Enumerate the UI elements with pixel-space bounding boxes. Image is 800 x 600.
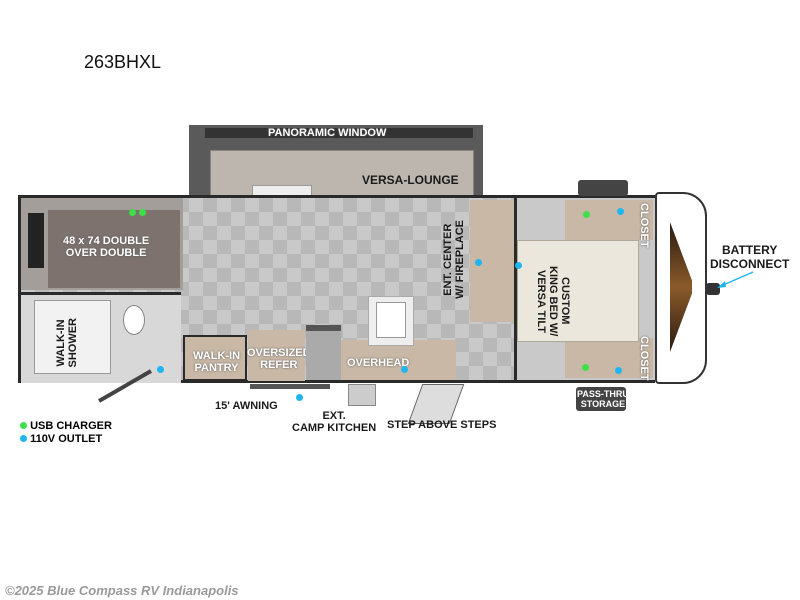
pantry-label-line1: WALK-IN xyxy=(193,350,241,362)
camp-kitchen-label: EXT. CAMP KITCHEN xyxy=(292,410,376,434)
stove xyxy=(306,325,341,380)
outlet-marker xyxy=(617,208,624,215)
battery-arrow-icon xyxy=(717,271,754,288)
usb-charger-icon xyxy=(20,422,27,429)
legend-item-usb: USB CHARGER xyxy=(20,420,112,433)
awning xyxy=(250,384,330,389)
copyright: ©2025 Blue Compass RV Indianapolis xyxy=(5,583,239,598)
outlet-marker xyxy=(401,366,408,373)
closet-bottom xyxy=(565,338,653,378)
step-label: STEP ABOVE STEPS xyxy=(387,419,497,431)
battery-label-line1: BATTERY xyxy=(722,243,778,257)
overhead-label: OVERHEAD xyxy=(347,357,410,369)
pantry-label: WALK-IN PANTRY xyxy=(193,350,240,374)
toilet xyxy=(123,305,145,335)
bunk-label: 48 x 74 DOUBLE OVER DOUBLE xyxy=(63,235,149,259)
outlet-marker xyxy=(296,394,303,401)
outlet-marker xyxy=(615,367,622,374)
refer-label-line1: OVERSIZED xyxy=(247,347,311,359)
bunk-bed xyxy=(48,210,180,288)
shower-label-line2: SHOWER xyxy=(67,318,79,368)
pantry-label-line2: PANTRY xyxy=(194,362,239,374)
usb-charger-marker xyxy=(129,209,136,216)
usb-charger-marker xyxy=(583,211,590,218)
pass-thru-storage xyxy=(576,387,626,411)
panoramic-window-label: PANORAMIC WINDOW xyxy=(268,127,387,139)
shower-label: WALK-IN SHOWER xyxy=(55,318,79,368)
hitch xyxy=(706,283,720,295)
bed-label-line3: VERSA TILT xyxy=(535,269,547,333)
camp-kitchen-line1: EXT. xyxy=(322,410,346,422)
shower-label-line1: WALK-IN xyxy=(55,319,67,367)
closet-bottom-label: CLOSET xyxy=(638,336,650,381)
walk-in-pantry xyxy=(183,335,247,381)
bed-label: CUSTOM KING BED W/ VERSA TILT xyxy=(535,266,571,336)
model-title: 263BHXL xyxy=(84,52,162,72)
awning-label: 15' AWNING xyxy=(215,400,278,412)
legend-usb-label: USB CHARGER xyxy=(30,420,112,432)
versa-lounge-label: VERSA-LOUNGE xyxy=(362,173,459,187)
battery-disconnect-label: BATTERY DISCONNECT xyxy=(710,243,789,271)
legend-item-outlet: 110V OUTLET xyxy=(20,433,112,446)
sink xyxy=(376,302,406,338)
ent-center-label-line2: W/ FIREPLACE xyxy=(454,220,466,299)
legend-outlet-label: 110V OUTLET xyxy=(30,433,103,445)
camp-kitchen-line2: CAMP KITCHEN xyxy=(292,422,377,434)
outlet-marker xyxy=(515,262,522,269)
ent-center-label: ENT. CENTER W/ FIREPLACE xyxy=(442,220,466,299)
king-bed xyxy=(517,240,639,342)
usb-charger-marker xyxy=(139,209,146,216)
bunk-label-line2: OVER DOUBLE xyxy=(65,247,147,259)
bed-label-line2: KING BED W/ xyxy=(547,266,559,337)
refer-label-line2: REFER xyxy=(260,359,298,371)
outlet-marker xyxy=(157,366,164,373)
bed-label-line1: CUSTOM xyxy=(559,277,571,325)
usb-charger-marker xyxy=(582,364,589,371)
bunk-window xyxy=(28,213,44,268)
legend: USB CHARGER 110V OUTLET xyxy=(20,420,112,446)
battery-label-line2: DISCONNECT xyxy=(710,257,790,271)
walk-in-shower xyxy=(34,300,111,374)
closet-top xyxy=(565,200,653,240)
pass-thru-line2: STORAGE xyxy=(580,399,626,409)
closet-top-label: CLOSET xyxy=(638,203,650,248)
refrigerator xyxy=(248,330,305,381)
refer-label: OVERSIZED REFER xyxy=(247,347,311,371)
outlet-marker xyxy=(475,259,482,266)
bunk-label-line1: 48 x 74 DOUBLE xyxy=(63,235,150,247)
pass-thru-label: PASS-THRU STORAGE xyxy=(577,389,629,409)
camp-kitchen xyxy=(348,384,376,406)
ent-center-label-line1: ENT. CENTER xyxy=(442,223,454,296)
outlet-icon xyxy=(20,435,27,442)
entry-steps xyxy=(407,384,465,424)
pass-thru-line1: PASS-THRU xyxy=(577,389,629,399)
panoramic-window xyxy=(205,128,473,138)
roof-vent xyxy=(578,180,628,196)
kitchen-counter xyxy=(341,340,456,380)
front-cap xyxy=(655,192,707,384)
